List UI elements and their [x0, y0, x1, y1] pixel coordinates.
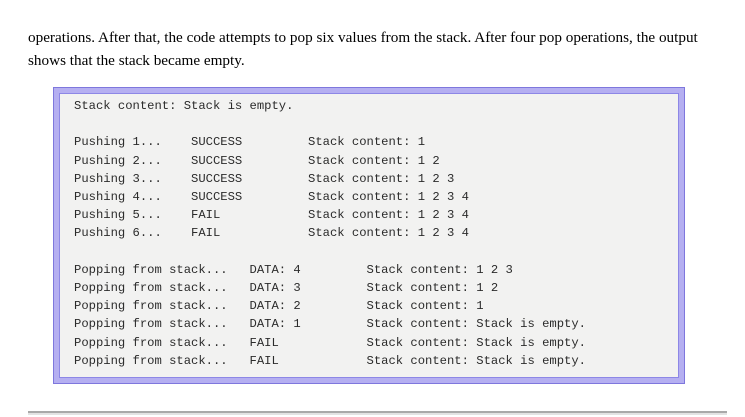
console-output-box: Stack content: Stack is empty. Pushing 1… — [53, 87, 685, 385]
intro-paragraph: operations. After that, the code attempt… — [28, 29, 698, 69]
console-output-inner: Stack content: Stack is empty. Pushing 1… — [59, 93, 679, 379]
horizontal-divider — [28, 411, 727, 416]
console-output-text: Stack content: Stack is empty. Pushing 1… — [74, 99, 586, 368]
